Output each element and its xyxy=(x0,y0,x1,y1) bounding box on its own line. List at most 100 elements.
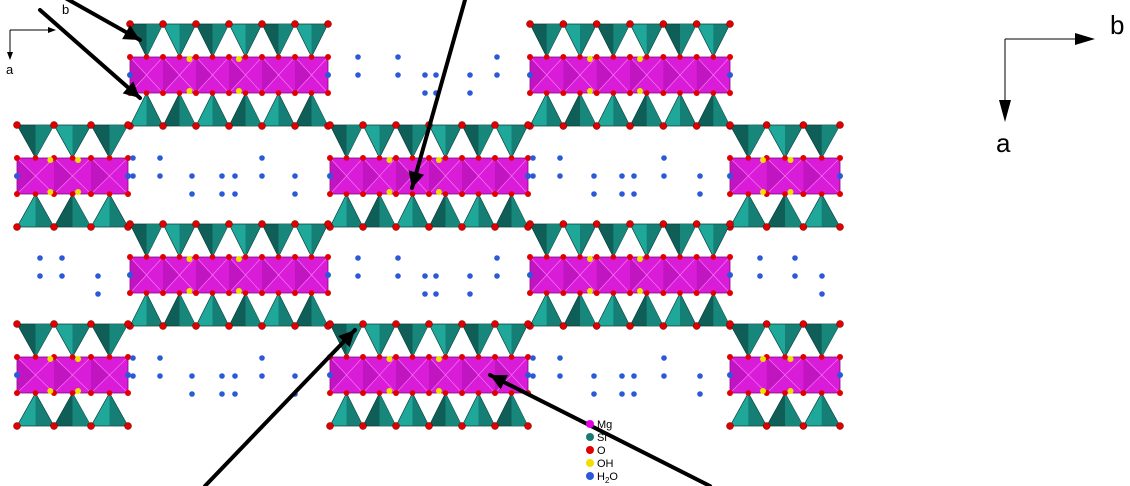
octahedron-face xyxy=(163,57,180,93)
water-molecule xyxy=(527,72,533,78)
oxygen-atom xyxy=(160,254,166,260)
si-tetrahedron-shade xyxy=(72,324,91,357)
water-molecule xyxy=(130,355,136,361)
hydroxyl-group xyxy=(75,189,82,195)
oxygen-atom xyxy=(392,121,400,129)
oxygen-atom xyxy=(14,354,20,360)
water-molecule xyxy=(467,291,473,297)
oxygen-atom xyxy=(275,290,282,296)
si-tetrahedron-shade xyxy=(785,125,804,158)
oxygen-atom xyxy=(326,320,334,328)
water-molecule xyxy=(557,155,563,161)
oxygen-atom xyxy=(409,354,416,360)
si-tetrahedron-shade xyxy=(311,24,328,57)
si-tetrahedron-shade xyxy=(278,224,295,257)
pointer-arrow xyxy=(38,8,142,100)
si-tetrahedron-shade xyxy=(821,194,840,227)
legend-label-si: Si xyxy=(597,432,607,444)
oxygen-atom xyxy=(193,90,199,96)
si-tetrahedron-shade xyxy=(245,93,262,126)
oxygen-atom xyxy=(14,191,20,197)
oxygen-atom xyxy=(343,354,350,360)
oxygen-atom xyxy=(459,354,465,360)
oxygen-atom xyxy=(577,290,583,296)
octahedron-edge xyxy=(53,157,92,195)
oxygen-atom xyxy=(226,54,232,60)
oxygen-atom xyxy=(543,254,550,260)
oxygen-atom xyxy=(745,191,752,197)
water-molecule xyxy=(327,173,333,179)
oxygen-atom xyxy=(425,422,433,430)
oxygen-atom xyxy=(106,191,113,197)
si-tetrahedron-shade xyxy=(346,125,363,158)
oxygen-atom xyxy=(225,322,233,330)
si-tetrahedron-shade xyxy=(478,393,495,426)
oxygen-atom xyxy=(160,290,166,296)
si-tetrahedron-shade xyxy=(278,24,295,57)
octahedron-edge xyxy=(803,356,841,394)
si-tetrahedron-shade xyxy=(179,293,196,326)
pointer-head xyxy=(122,81,140,98)
water-molecule xyxy=(661,155,667,161)
water-molecule xyxy=(527,272,533,278)
oxygen-atom xyxy=(458,320,466,328)
oxygen-atom xyxy=(526,20,534,28)
octahedron-edge xyxy=(563,56,597,94)
oxygen-atom xyxy=(325,254,331,260)
oxygen-atom xyxy=(610,54,617,60)
oxygen-atom xyxy=(475,354,482,360)
oxygen-atom xyxy=(475,390,482,396)
oxygen-atom xyxy=(659,322,668,330)
si-tetrahedron-shade xyxy=(109,393,128,426)
oxygen-atom xyxy=(627,290,633,296)
octahedron-edge xyxy=(195,256,230,294)
oxygen-atom xyxy=(225,122,233,130)
oxygen-atom xyxy=(508,155,515,161)
oxygen-atom xyxy=(459,155,465,161)
hydroxyl-group xyxy=(186,256,193,262)
water-molecule xyxy=(819,273,825,279)
si-tetrahedron-shade xyxy=(713,93,730,126)
oxygen-atom xyxy=(710,54,717,60)
octahedron-face xyxy=(196,57,213,93)
octahedron-edge xyxy=(529,56,564,94)
oxygen-atom xyxy=(125,191,131,197)
hydroxyl-group xyxy=(75,388,82,394)
oxygen-atom xyxy=(492,155,498,161)
legend-label-h2o: H2O xyxy=(597,471,618,485)
si-tetrahedron-shade xyxy=(212,224,229,257)
oxygen-atom xyxy=(308,90,315,96)
octahedron-face xyxy=(17,357,36,393)
octahedron-edge xyxy=(294,256,329,294)
water-molecule xyxy=(530,155,536,161)
octahedron-face xyxy=(803,158,822,194)
si-tetrahedron-shade xyxy=(212,24,229,57)
oxygen-atom xyxy=(693,54,700,60)
si-tetrahedron-shade xyxy=(109,324,128,357)
oxygen-atom xyxy=(393,191,399,197)
octahedron-face xyxy=(363,357,380,393)
oxygen-atom xyxy=(692,122,701,130)
oxygen-atom xyxy=(458,422,466,430)
oxygen-atom xyxy=(525,191,531,197)
oxygen-atom xyxy=(242,54,249,60)
ribbon xyxy=(726,121,844,231)
oxygen-atom xyxy=(818,354,825,360)
oxygen-atom xyxy=(426,354,432,360)
oxygen-atom xyxy=(610,90,617,96)
water-molecule xyxy=(355,255,361,261)
pointer-shaft xyxy=(38,8,142,100)
octahedron-edge xyxy=(329,356,364,394)
oxygen-atom xyxy=(491,223,499,231)
water-molecule xyxy=(467,90,473,96)
hydroxyl-group xyxy=(637,56,643,62)
water-molecule xyxy=(433,291,439,297)
oxygen-atom xyxy=(69,191,76,197)
octahedron-edge xyxy=(362,356,397,394)
oxygen-atom xyxy=(69,155,76,161)
oxygen-atom xyxy=(442,155,449,161)
water-molecule xyxy=(95,291,101,297)
si-tetrahedron-shade xyxy=(511,125,528,158)
si-tetrahedron-shade xyxy=(35,194,54,227)
water-molecule xyxy=(697,391,703,397)
